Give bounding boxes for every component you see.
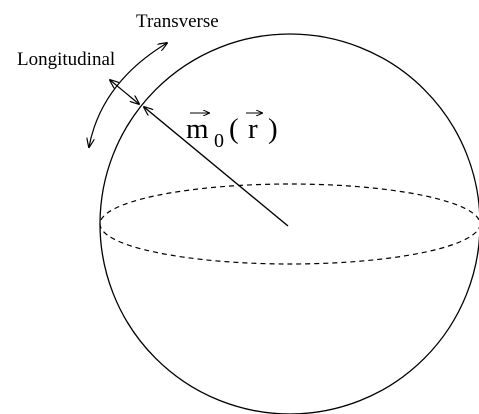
vector-argument: r bbox=[248, 113, 258, 145]
longitudinal-arrow bbox=[110, 80, 139, 104]
transverse-label: Transverse bbox=[136, 11, 219, 32]
vector-close-paren: ) bbox=[268, 113, 278, 145]
vector-label: m 0 ( r ) bbox=[186, 113, 278, 152]
equator-dashed bbox=[99, 183, 479, 265]
vector-subscript: 0 bbox=[214, 130, 224, 152]
vector-open-paren: ( bbox=[229, 113, 239, 145]
vector-symbol: m bbox=[186, 113, 209, 145]
transverse-arrow bbox=[89, 43, 167, 147]
longitudinal-label: Longitudinal bbox=[17, 49, 115, 70]
sphere-outline bbox=[99, 33, 479, 414]
magnetization-vector bbox=[144, 107, 289, 227]
